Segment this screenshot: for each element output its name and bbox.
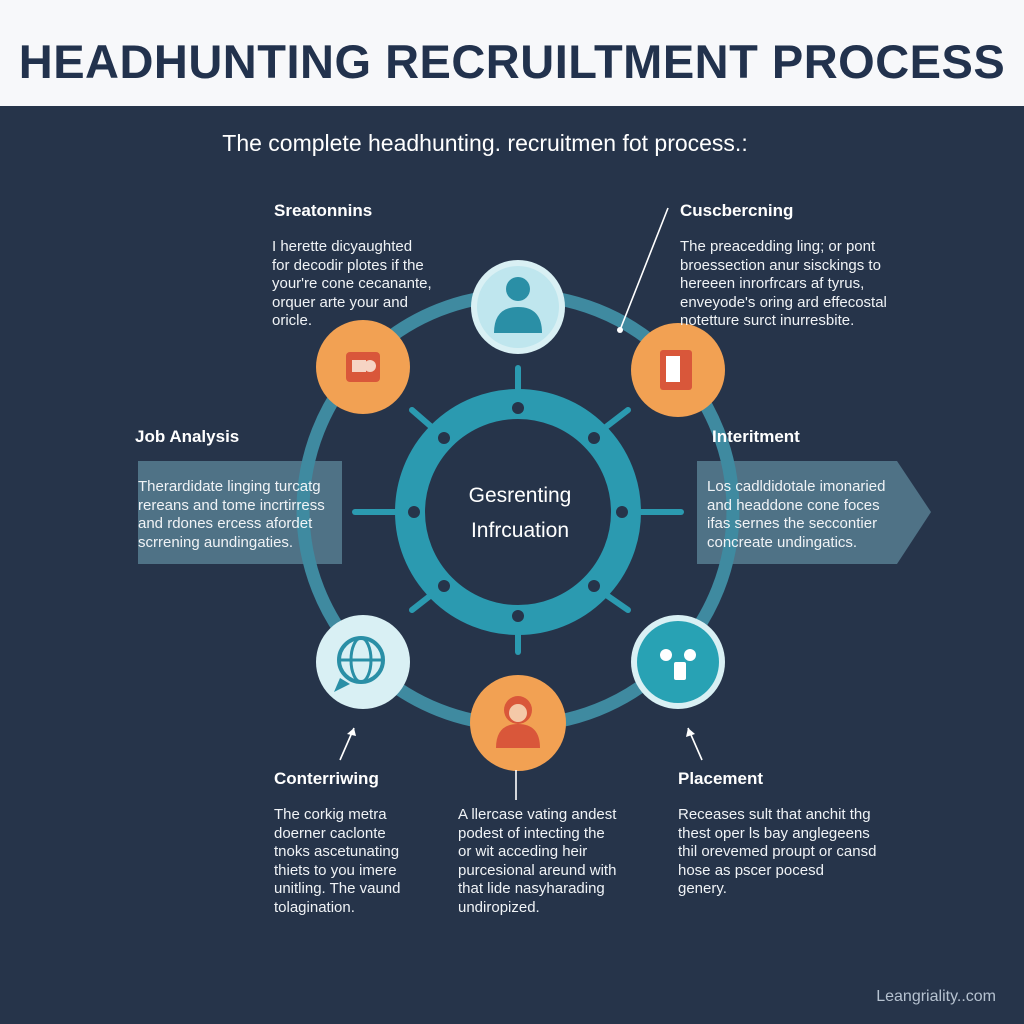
center-label-line1: Gesrenting — [468, 484, 572, 507]
header-band — [0, 0, 1024, 106]
step-title-placement: Placement — [678, 769, 764, 788]
woman-avatar-icon-node — [470, 675, 566, 771]
step-desc-placement: Receases sult that anchit thg thest oper… — [678, 806, 877, 898]
pointer-arrowheads — [347, 327, 695, 737]
step-desc-sreatonnins: I herette dicyaughted for decodir plotes… — [272, 238, 432, 330]
person-icon-node — [471, 260, 565, 354]
globe-chat-icon-node — [316, 615, 410, 709]
step-title-sreatonnins: Sreatonnins — [274, 201, 373, 220]
step-desc-job-analysis: Therardidate linging turcatg rereans and… — [138, 478, 325, 551]
step-desc-interitment: Los cadldidotale imonaried and headdone … — [707, 478, 886, 551]
step-desc-center: A llercase vating andest podest of intec… — [458, 806, 617, 916]
hub-notches — [408, 402, 628, 622]
document-icon-node — [631, 323, 725, 417]
center-label-line2: Infrcuation — [470, 519, 570, 542]
watermark: Leangriality..com — [876, 988, 996, 1005]
clipboard-icon-node — [316, 320, 410, 414]
step-desc-conterriwing: The corkig metra doerner caclonte tnoks … — [274, 806, 401, 916]
team-icon-node — [631, 615, 725, 709]
main-title: Headhunting Recruiltment Process — [18, 35, 1006, 88]
step-title-job-analysis: Job Analysis — [135, 427, 240, 446]
step-title-interitment: Interitment — [712, 427, 800, 446]
step-desc-cuscbercning: The preacedding ling; or pont broessecti… — [680, 238, 887, 330]
step-title-cuscbercning: Cuscbercning — [680, 201, 794, 220]
step-title-conterriwing: Conterriwing — [274, 769, 379, 788]
subtitle: The complete headhunting. recruitmen fot… — [222, 130, 748, 156]
